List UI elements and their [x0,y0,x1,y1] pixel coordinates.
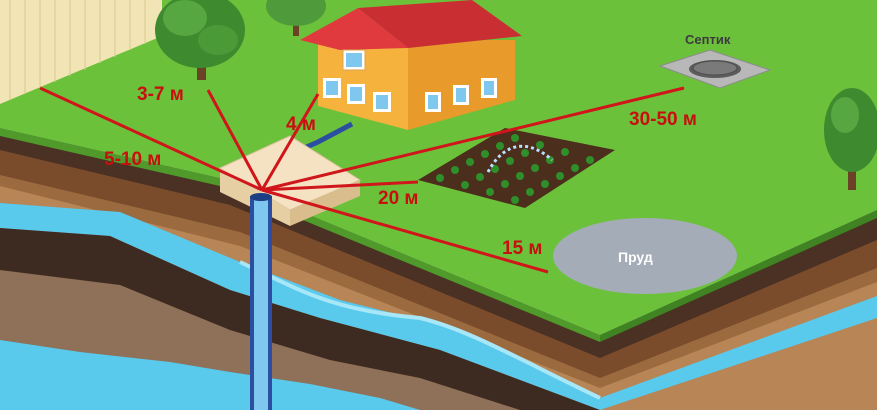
distance-label-septic: 30-50 м [629,109,697,130]
house-icon [300,0,522,130]
line-to-pond [261,188,549,274]
well-icon [218,135,362,410]
distance-label-pond: 15 м [502,238,542,259]
grass-edge-left [0,128,600,342]
distance-label-tree: 3-7 м [137,84,184,105]
line-to-fence [39,86,263,192]
line-to-tree [206,89,264,191]
tree-icon [266,0,326,36]
grass-edge-right [600,210,877,342]
line-to-septic [261,86,685,192]
line-to-house [260,93,320,191]
fence [0,0,162,104]
garden-bed-icon [418,128,615,208]
distance-lines [39,86,685,274]
lower-aquifer [0,340,420,410]
aquifer-stream [239,260,601,400]
septic-label: Септик [685,32,731,47]
pond-icon [553,218,737,294]
line-to-garden [261,180,419,192]
tree-icon [155,0,245,80]
distance-label-fence: 5-10 м [104,149,161,170]
pond-label: Пруд [618,249,653,265]
distance-label-house: 4 м [286,114,316,135]
septic-tank-icon [658,49,772,89]
upper-aquifer [0,203,877,410]
tree-icon [824,88,877,190]
distance-label-garden: 20 м [378,188,418,209]
